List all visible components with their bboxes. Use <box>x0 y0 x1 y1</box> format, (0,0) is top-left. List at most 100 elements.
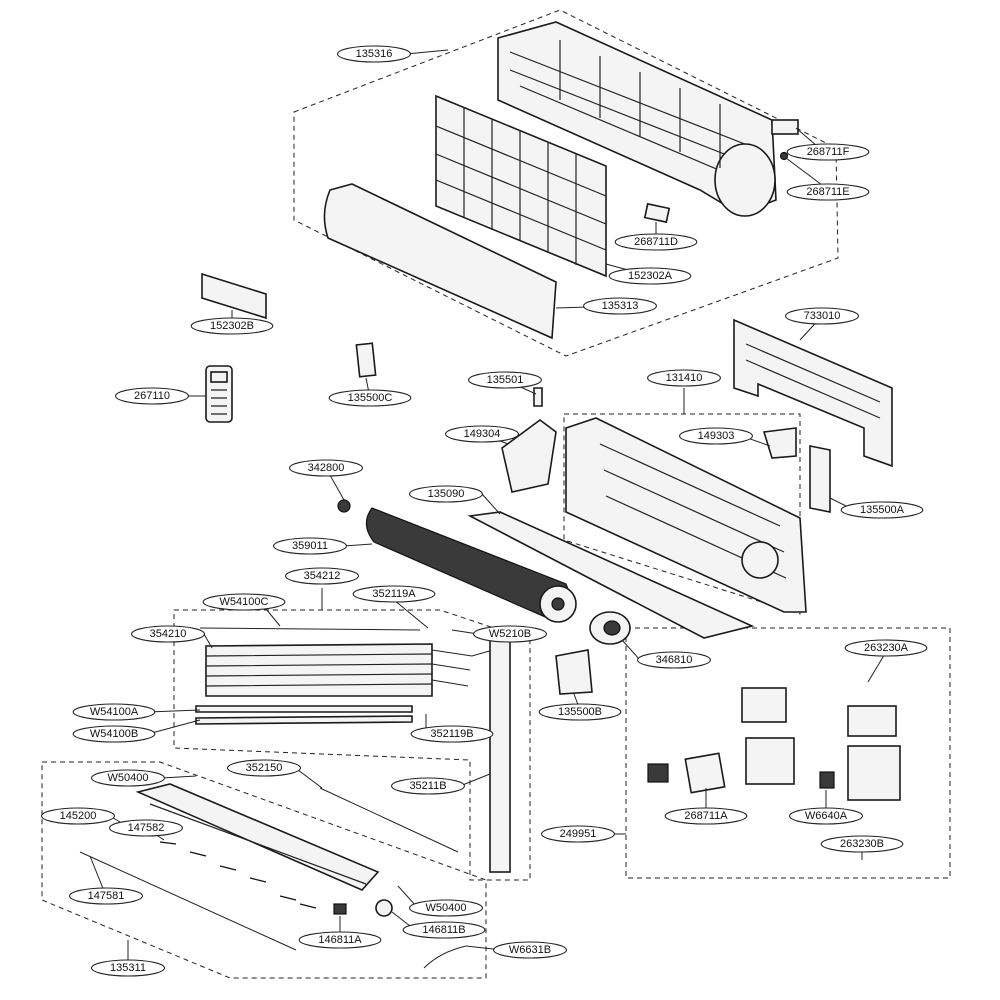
callout-label: 346810 <box>656 654 693 666</box>
callout-label: 146811B <box>422 924 465 936</box>
callout-label: 135501 <box>487 374 524 386</box>
callout-bubble <box>285 567 359 585</box>
remote-controller-part <box>205 365 233 423</box>
callout-146811b: 146811B <box>402 921 486 939</box>
wire-W6631B-part <box>423 945 467 969</box>
callout-label: 145200 <box>60 810 97 822</box>
callout-bubble <box>445 425 519 443</box>
stepping-motor-146811B-part <box>375 899 393 917</box>
callout-bubble <box>786 143 870 161</box>
louver-blade-147581-part <box>79 851 297 951</box>
callout-label: W50400 <box>108 772 149 784</box>
link-146811A-part <box>333 903 347 915</box>
chassis-group-outline <box>563 413 801 615</box>
callout-label: 268711A <box>684 810 728 822</box>
callout-135500a: 135500A <box>840 501 924 519</box>
callout-bubble <box>637 651 711 669</box>
front-cover-part <box>497 21 777 217</box>
bracket-149304-part <box>501 419 557 493</box>
callout-label: 352119B <box>430 728 473 740</box>
callout-bubble <box>409 485 483 503</box>
callout-bubble <box>409 899 483 917</box>
callout-label: 268711D <box>634 236 678 248</box>
callout-bubble <box>72 725 156 743</box>
callout-label: W5210B <box>489 628 531 640</box>
callout-label: 147581 <box>88 890 125 902</box>
callout-label: 263230A <box>864 642 909 654</box>
callout-bubble <box>583 297 657 315</box>
callout-label: 131410 <box>666 372 703 384</box>
callout-352150: 352150 <box>227 759 301 777</box>
callout-263230b: 263230B <box>820 835 904 853</box>
callout-147582: 147582 <box>109 819 183 837</box>
callout-label: 352119A <box>372 588 416 600</box>
callout-bubble <box>614 233 698 251</box>
callout-bubble <box>789 807 863 825</box>
callout-label: 135316 <box>356 48 393 60</box>
callout-w5210b: W5210B <box>473 625 547 643</box>
callout-w54100b: W54100B <box>72 725 156 743</box>
callout-35211b: 35211B <box>391 777 465 795</box>
callout-bubble <box>608 267 692 285</box>
callout-label: 135500C <box>348 392 393 404</box>
holder-135500C-part <box>355 342 377 378</box>
callout-w54100c: W54100C <box>202 593 286 611</box>
callout-bubble <box>541 825 615 843</box>
callout-label: 354210 <box>150 628 187 640</box>
callout-149303: 149303 <box>679 427 753 445</box>
callout-268711d: 268711D <box>614 233 698 251</box>
callout-label: 249951 <box>560 828 597 840</box>
installation-plate-part <box>733 318 893 468</box>
callout-label: 135500A <box>860 504 905 516</box>
screw-268711E-part <box>779 151 789 161</box>
callout-359011: 359011 <box>273 537 347 555</box>
callout-bubble <box>786 183 870 201</box>
callout-label: 268711F <box>807 146 850 158</box>
callout-label: W6631B <box>509 944 551 956</box>
motor-cover-135500B-part <box>555 649 593 695</box>
callout-w54100a: W54100A <box>72 703 156 721</box>
callout-label: 149304 <box>464 428 501 440</box>
callout-135500c: 135500C <box>328 389 412 407</box>
callout-label: 733010 <box>804 310 841 322</box>
callout-label: 135500B <box>558 706 602 718</box>
callout-135090: 135090 <box>409 485 483 503</box>
callout-label: W54100A <box>90 706 139 718</box>
part-number-callouts: 135316 268711F 268711E 268711D 152302A 135313… <box>41 45 928 977</box>
callout-268711e: 268711E <box>786 183 870 201</box>
callout-135500b: 135500B <box>538 703 622 721</box>
callout-146811a: 146811A <box>298 931 382 949</box>
callout-152302a: 152302A <box>608 267 692 285</box>
callout-bubble <box>337 45 411 63</box>
evaporator-group-outline <box>173 609 531 881</box>
callout-bubble <box>41 807 115 825</box>
louver-group-outline <box>41 761 487 979</box>
callout-354210: 354210 <box>131 625 205 643</box>
pipe-W54100C-part <box>199 627 421 631</box>
callout-249951: 249951 <box>541 825 615 843</box>
callout-135313: 135313 <box>583 297 657 315</box>
filter-152302B-part <box>201 272 267 320</box>
callout-135311: 135311 <box>91 959 165 977</box>
callout-label: 135090 <box>428 488 465 500</box>
front-panel-group-outline <box>293 9 839 357</box>
callout-bubble <box>91 959 165 977</box>
callout-145200: 145200 <box>41 807 115 825</box>
callout-bubble <box>785 307 859 325</box>
callout-bubble <box>328 389 412 407</box>
callout-label: W50400 <box>426 902 467 914</box>
callout-bubble <box>298 931 382 949</box>
guide-135500A-part <box>809 445 831 513</box>
callout-bubble <box>820 835 904 853</box>
callout-733010: 733010 <box>785 307 859 325</box>
holder-149303-part <box>762 427 797 459</box>
callout-bubble <box>69 887 143 905</box>
callout-263230a: 263230A <box>844 639 928 657</box>
callout-w6631b: W6631B <box>493 941 567 959</box>
callout-bubble <box>227 759 301 777</box>
callout-label: 135311 <box>110 962 146 974</box>
clip-135501-part <box>533 387 543 407</box>
chassis-part <box>565 417 807 613</box>
callout-label: W54100B <box>90 728 138 740</box>
